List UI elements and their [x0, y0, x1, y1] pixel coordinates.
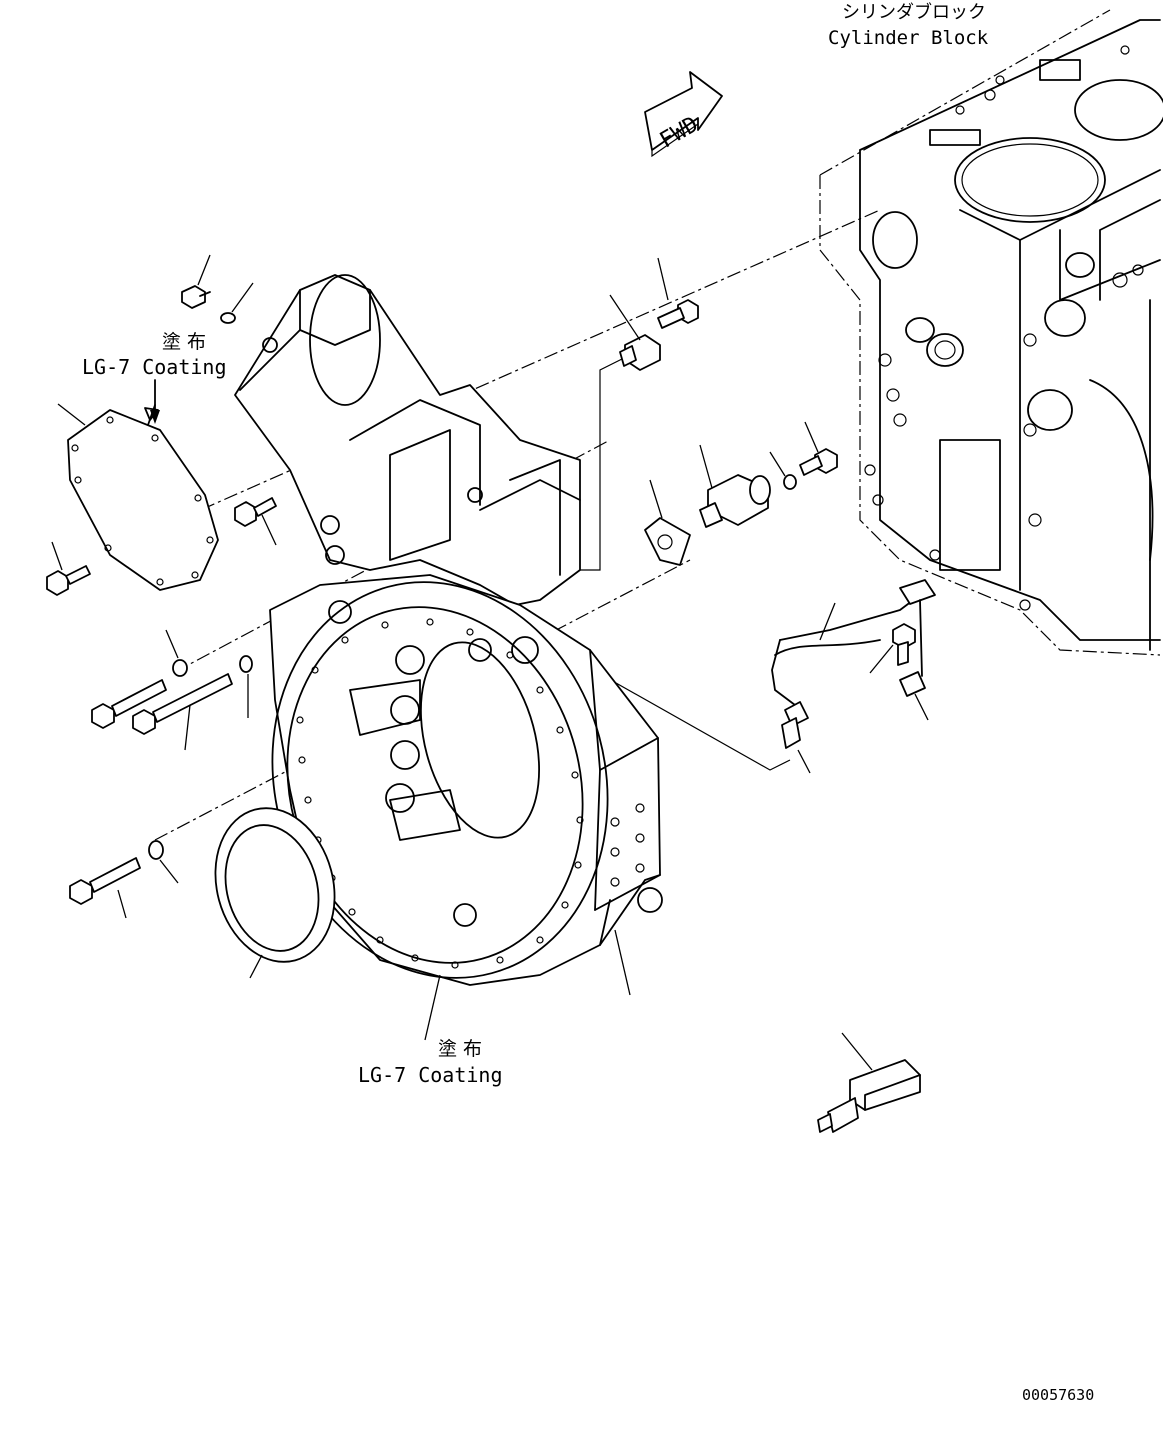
leader-lines: [51, 254, 929, 1071]
coating-top-label-en: LG-7 Coating: [82, 355, 227, 379]
washer-2: [239, 655, 253, 673]
washer-top: [220, 312, 236, 324]
bolt-lower-cover: [46, 565, 91, 596]
coating-bottom-label-en: LG-7 Coating: [358, 1063, 503, 1087]
bolt-cover: [234, 497, 277, 527]
cylinder-block-label-en: Cylinder Block: [828, 27, 989, 49]
coating-top-label-jp: 塗 布: [162, 330, 206, 353]
fwd-arrow-icon: FWD: [644, 71, 723, 158]
long-bolt-2: [132, 673, 233, 735]
drawing-number: 00057630: [1022, 1386, 1094, 1404]
washer-1: [172, 659, 188, 677]
sensor-top: [619, 334, 661, 371]
tool-bottom: [817, 1059, 921, 1133]
coating-top-arrowhead-icon: [150, 410, 160, 424]
flywheel-housing: [234, 274, 663, 986]
bolt-sensor: [799, 448, 838, 476]
coating-bottom-label-jp: 塗 布: [438, 1037, 482, 1060]
bolt-clip: [892, 623, 916, 666]
bolt-top-left: [181, 285, 211, 309]
washer-3: [148, 840, 164, 860]
octagonal-cover: [67, 404, 219, 591]
gasket: [644, 517, 691, 566]
bolt-sensor-top: [657, 299, 699, 329]
oil-seal: [214, 807, 336, 963]
bolt-lower-left: [69, 857, 141, 905]
speed-sensor: [699, 474, 771, 528]
harness: [771, 579, 936, 749]
washer-sensor: [783, 474, 797, 490]
clip: [899, 599, 926, 697]
long-bolt-1: [91, 679, 167, 729]
cylinder-block: [819, 9, 1163, 656]
cylinder-block-label-jp: シリンダブロック: [842, 1, 986, 23]
